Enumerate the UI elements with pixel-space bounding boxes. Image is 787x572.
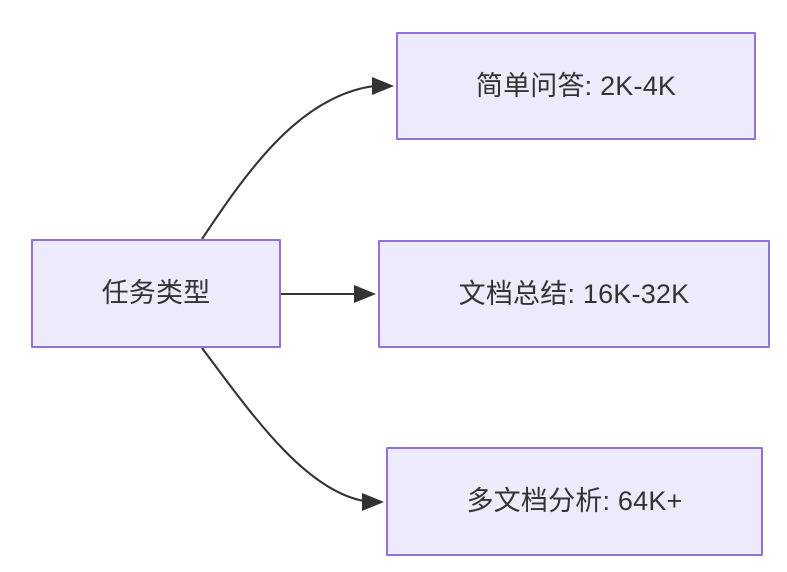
edge-task-type-to-doc-summary [281,285,376,303]
node-label-simple-qa: 简单问答: 2K-4K [475,70,677,101]
node-multi-doc-analysis[interactable]: 多文档分析: 64K+ [386,447,763,556]
edge-task-type-to-simple-qa [201,77,394,240]
node-task-type[interactable]: 任务类型 [31,239,281,348]
edge-path-top [201,84,375,240]
arrowhead-top [372,77,394,95]
node-simple-qa[interactable]: 简单问答: 2K-4K [396,32,756,140]
arrowhead-middle [354,285,376,303]
node-label-task-type: 任务类型 [101,278,211,309]
node-doc-summary[interactable]: 文档总结: 16K-32K [378,240,770,348]
node-label-doc-summary: 文档总结: 16K-32K [458,278,690,309]
arrowhead-bottom [362,493,384,511]
node-label-multi-doc-analysis: 多文档分析: 64K+ [466,486,683,517]
edge-path-bottom [201,347,365,503]
edge-task-type-to-multi-doc-analysis [201,347,384,511]
